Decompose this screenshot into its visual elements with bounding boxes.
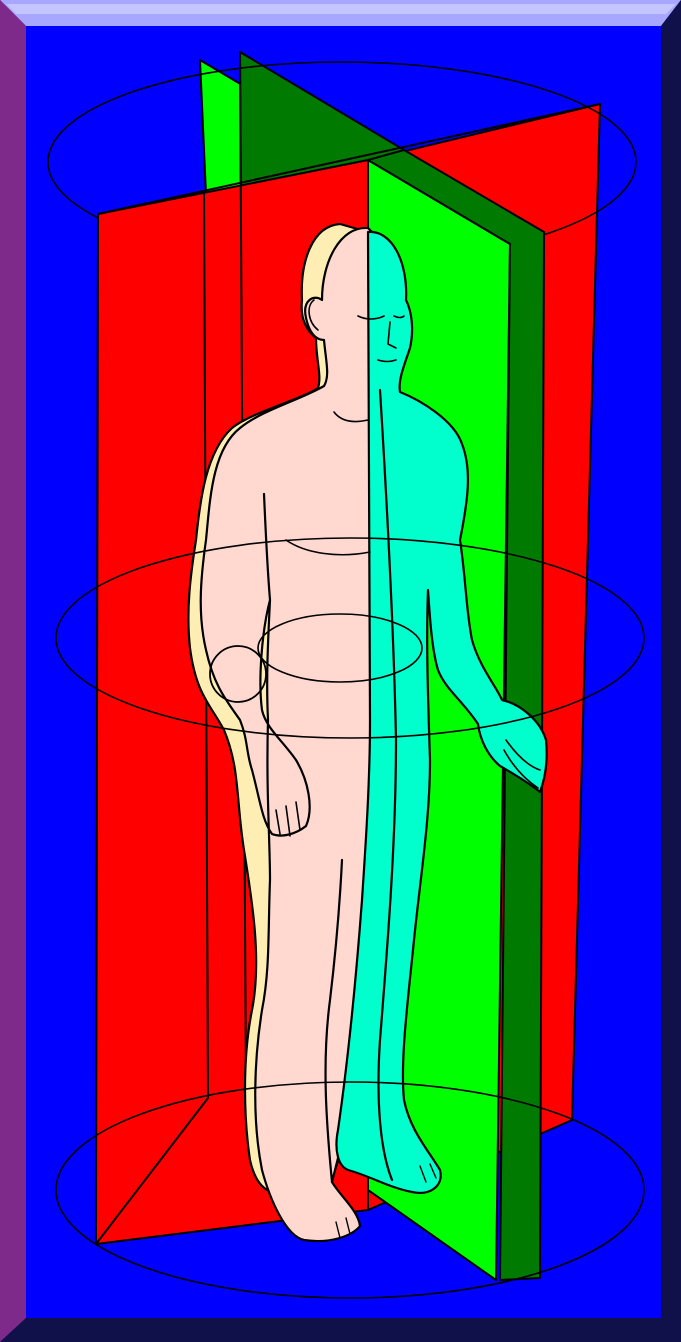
frame-top-highlight <box>6 4 676 14</box>
frame-bottom-bevel <box>0 1318 681 1342</box>
frame-right-bevel <box>661 0 681 1342</box>
frame-left-bevel <box>0 0 26 1342</box>
